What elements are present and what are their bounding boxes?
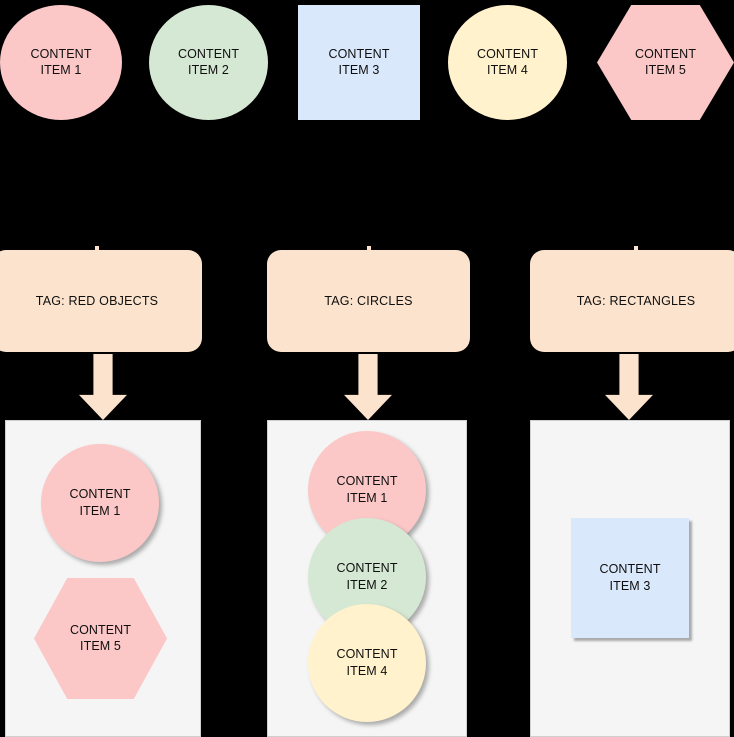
content-node-label: CONTENT ITEM 5 (69, 622, 132, 654)
content-node-label: CONTENT ITEM 3 (328, 46, 390, 78)
content-node-label: CONTENT ITEM 3 (599, 562, 661, 593)
content-node-label: CONTENT ITEM 4 (336, 647, 398, 678)
content-node-label: CONTENT ITEM 2 (177, 46, 240, 78)
content-node-item4[interactable]: CONTENT ITEM 4 (448, 5, 567, 120)
content-node-label: CONTENT ITEM 1 (69, 487, 131, 518)
content-node-item3[interactable]: CONTENT ITEM 3 (298, 5, 420, 120)
arrow-down-icon-arrow-red-objects (79, 354, 127, 420)
tag-label: TAG: CIRCLES (324, 294, 413, 308)
tag-connector-stub (634, 246, 638, 250)
content-node-b3-item3[interactable]: CONTENT ITEM 3 (571, 518, 689, 638)
arrow-down-icon-arrow-circles (344, 354, 392, 420)
tag-label: TAG: RECTANGLES (576, 294, 696, 308)
content-node-b1-item1[interactable]: CONTENT ITEM 1 (41, 444, 159, 562)
tag-connector-stub (95, 246, 99, 250)
content-node-label: CONTENT ITEM 5 (634, 46, 697, 78)
content-node-item5[interactable]: CONTENT ITEM 5 (597, 5, 734, 120)
content-node-label: CONTENT ITEM 1 (30, 46, 92, 78)
content-node-item2[interactable]: CONTENT ITEM 2 (149, 5, 268, 120)
content-node-b2-item4[interactable]: CONTENT ITEM 4 (308, 604, 426, 722)
tag-label: TAG: RED OBJECTS (35, 294, 159, 308)
content-node-label: CONTENT ITEM 4 (476, 46, 539, 78)
arrow-down-icon-arrow-rectangles (605, 354, 653, 420)
tag-red-objects[interactable]: TAG: RED OBJECTS (0, 250, 202, 352)
content-node-item1[interactable]: CONTENT ITEM 1 (0, 5, 122, 120)
tag-circles[interactable]: TAG: CIRCLES (267, 250, 470, 352)
tag-connector-stub (366, 246, 371, 250)
tag-rectangles[interactable]: TAG: RECTANGLES (530, 250, 734, 352)
content-node-label: CONTENT ITEM 1 (336, 474, 398, 505)
content-node-label: CONTENT ITEM 2 (336, 561, 398, 592)
